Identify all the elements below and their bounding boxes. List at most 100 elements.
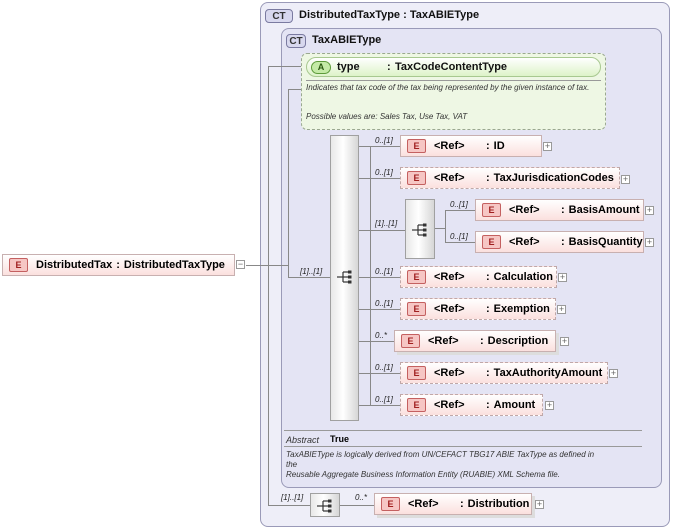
- element-badge: E: [407, 302, 426, 316]
- complex-type-title: DistributedTaxType : TaxABIEType: [299, 9, 480, 21]
- sequence-cardinality: [1]..[1]: [281, 493, 304, 502]
- abstract-value: True: [330, 434, 350, 444]
- type-separator: :: [486, 140, 490, 152]
- type-separator: :: [486, 399, 490, 411]
- connector: [445, 210, 446, 243]
- element-badge: E: [482, 235, 501, 249]
- sequence-compositor[interactable]: [310, 493, 340, 517]
- element-distribution[interactable]: E <Ref> : Distribution: [374, 493, 532, 515]
- complex-type-badge: CT: [265, 9, 293, 23]
- attribute-header[interactable]: A type : TaxCodeContentType: [306, 57, 601, 77]
- element-exemption[interactable]: E <Ref> : Exemption: [400, 298, 556, 320]
- divider: [284, 430, 642, 431]
- cardinality: 0..[1]: [450, 200, 468, 209]
- expand-toggle[interactable]: +: [535, 499, 544, 509]
- element-description[interactable]: E <Ref> : Description: [394, 330, 556, 352]
- cardinality: 0..[1]: [375, 363, 393, 372]
- attribute-type: TaxCodeContentType: [395, 61, 508, 73]
- expand-toggle[interactable]: +: [560, 336, 569, 346]
- ref-label: <Ref>: [509, 236, 540, 248]
- element-badge: E: [407, 366, 426, 380]
- cardinality: 0..[1]: [375, 168, 393, 177]
- connector: [288, 89, 289, 277]
- type-separator: :: [460, 498, 464, 510]
- root-element-box[interactable]: E DistributedTax : DistributedTaxType: [2, 254, 235, 276]
- type-separator: :: [486, 172, 490, 184]
- connector: [288, 89, 301, 90]
- element-amount[interactable]: E <Ref> : Amount: [400, 394, 543, 416]
- connector: [370, 146, 371, 405]
- connector: [359, 178, 400, 179]
- abstract-label: Abstract: [286, 435, 320, 445]
- connector: [268, 66, 269, 506]
- connector: [359, 146, 400, 147]
- ref-label: <Ref>: [434, 140, 465, 152]
- cardinality: 0..*: [375, 331, 388, 340]
- element-tax-authority-amount[interactable]: E <Ref> : TaxAuthorityAmount: [400, 362, 608, 384]
- element-name: Amount: [493, 399, 536, 411]
- element-name: ID: [493, 140, 505, 152]
- expand-toggle[interactable]: +: [645, 205, 654, 215]
- connector: [445, 210, 475, 211]
- expand-toggle[interactable]: +: [621, 174, 630, 184]
- divider: [306, 80, 601, 81]
- ref-label: <Ref>: [434, 172, 465, 184]
- complex-type-title: TaxABIEType: [312, 34, 382, 46]
- element-badge: E: [9, 258, 28, 272]
- connector: [268, 505, 310, 506]
- element-name: BasisQuantity: [568, 236, 643, 248]
- element-name: Calculation: [493, 271, 553, 283]
- element-tax-jurisdication-codes[interactable]: E <Ref> : TaxJurisdicationCodes: [400, 167, 620, 189]
- attribute-doc: Indicates that tax code of the tax being…: [306, 83, 590, 92]
- connector: [268, 66, 301, 67]
- ref-label: <Ref>: [509, 204, 540, 216]
- connector: [288, 277, 330, 278]
- element-basis-quantity[interactable]: E <Ref> : BasisQuantity: [475, 231, 644, 253]
- expand-toggle[interactable]: +: [609, 368, 618, 378]
- complex-type-badge: CT: [286, 34, 306, 48]
- element-name: Description: [487, 335, 549, 347]
- connector: [359, 277, 400, 278]
- collapse-toggle[interactable]: −: [236, 259, 245, 269]
- connector: [359, 230, 405, 231]
- element-calculation[interactable]: E <Ref> : Calculation: [400, 266, 557, 288]
- type-separator: :: [116, 259, 120, 271]
- root-element-name: DistributedTax: [36, 259, 113, 271]
- choice-compositor[interactable]: [405, 199, 435, 259]
- connector: [359, 309, 400, 310]
- element-badge: E: [401, 334, 420, 348]
- attribute-badge: A: [311, 61, 331, 74]
- element-basis-amount[interactable]: E <Ref> : BasisAmount: [475, 199, 644, 221]
- attribute-name: type: [337, 61, 360, 73]
- cardinality: 0..[1]: [450, 232, 468, 241]
- sequence-icon: [317, 499, 332, 513]
- cardinality: 0..[1]: [375, 395, 393, 404]
- element-badge: E: [381, 497, 400, 511]
- attribute-box: A type : TaxCodeContentType Indicates th…: [301, 53, 606, 130]
- root-element-type: DistributedTaxType: [123, 259, 225, 271]
- expand-toggle[interactable]: +: [545, 400, 554, 410]
- type-doc-line1: TaxABIEType is logically derived from UN…: [286, 450, 595, 459]
- element-name: Distribution: [467, 498, 530, 510]
- element-badge: E: [407, 270, 426, 284]
- type-doc-line3: Reusable Aggregate Business Information …: [286, 470, 560, 479]
- expand-toggle[interactable]: +: [558, 272, 567, 282]
- sequence-compositor[interactable]: [330, 135, 359, 421]
- element-id[interactable]: E <Ref> : ID: [400, 135, 542, 157]
- cardinality: 0..[1]: [375, 299, 393, 308]
- ref-label: <Ref>: [434, 399, 465, 411]
- element-name: TaxJurisdicationCodes: [493, 172, 614, 184]
- expand-toggle[interactable]: +: [557, 304, 566, 314]
- expand-toggle[interactable]: +: [645, 237, 654, 247]
- element-name: Exemption: [493, 303, 550, 315]
- connector: [260, 265, 288, 266]
- connector: [445, 242, 475, 243]
- element-name: BasisAmount: [568, 204, 640, 216]
- sequence-cardinality: [1]..[1]: [300, 267, 323, 276]
- choice-icon: [412, 223, 427, 237]
- connector: [246, 265, 260, 266]
- connector: [359, 341, 394, 342]
- element-badge: E: [482, 203, 501, 217]
- expand-toggle[interactable]: +: [543, 141, 552, 151]
- element-badge: E: [407, 171, 426, 185]
